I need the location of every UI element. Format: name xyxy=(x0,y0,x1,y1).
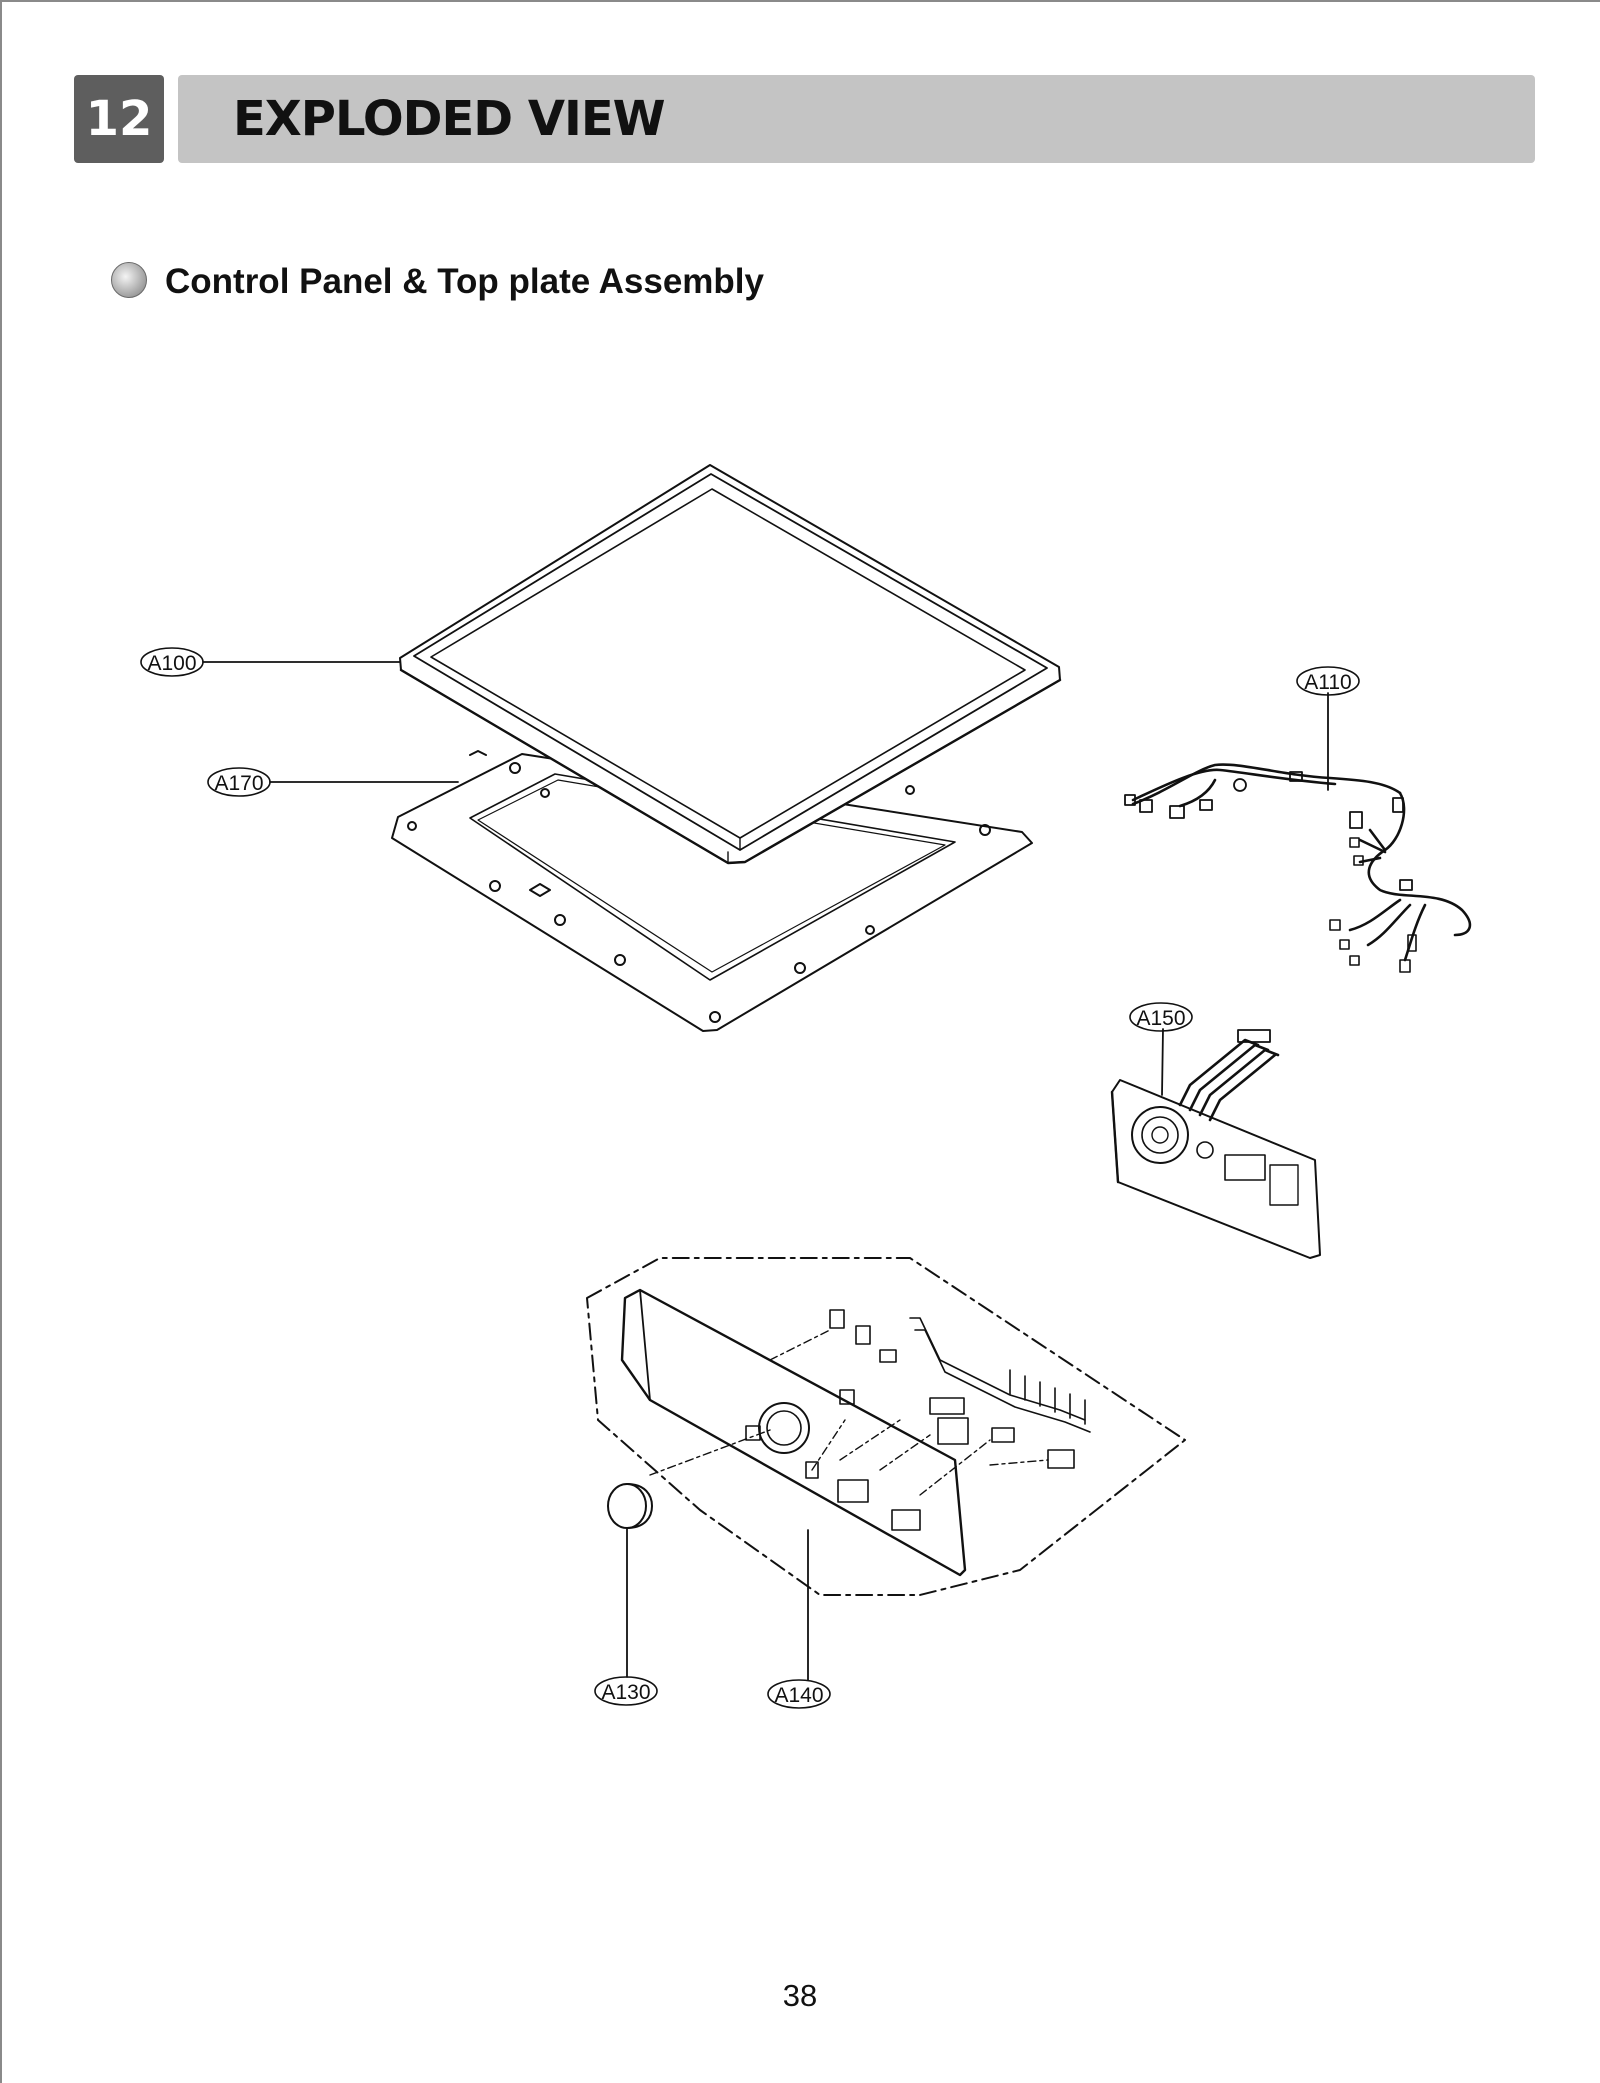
section-title: EXPLODED VIEW xyxy=(233,91,666,147)
page-border-top xyxy=(0,0,1600,2)
callout-a110-label: A110 xyxy=(1304,671,1352,694)
callout-a150-label: A150 xyxy=(1136,1007,1185,1030)
page-border-left xyxy=(0,0,2,2083)
section-number-badge: 12 xyxy=(74,75,164,163)
part-a100-top-plate xyxy=(399,464,1062,865)
callout-a140-label: A140 xyxy=(774,1684,823,1707)
part-a150-pcb-assembly xyxy=(1110,1029,1321,1259)
leader-lines xyxy=(202,661,1329,1681)
callout-a130: A130 xyxy=(594,1676,658,1706)
callout-a110: A110 xyxy=(1296,666,1360,696)
a140-assembly-guides xyxy=(649,1329,1049,1496)
callout-a170: A170 xyxy=(207,767,271,797)
callout-a100: A100 xyxy=(140,647,204,677)
callout-a150: A150 xyxy=(1129,1002,1193,1032)
a140-assembly-outline xyxy=(586,1257,1186,1596)
part-a140-control-panel xyxy=(620,1288,967,1577)
callout-a170-label: A170 xyxy=(214,772,263,795)
part-a110-wire-harness xyxy=(1124,763,1472,973)
part-a130-knob xyxy=(607,1483,653,1529)
callout-a100-label: A100 xyxy=(147,652,196,675)
page-number: 38 xyxy=(782,1978,818,2013)
assembly-subtitle: Control Panel & Top plate Assembly xyxy=(165,262,764,301)
callout-a130-label: A130 xyxy=(601,1681,650,1704)
a140-button-parts xyxy=(829,1309,1091,1469)
callout-a140: A140 xyxy=(767,1679,831,1709)
section-title-bar: EXPLODED VIEW xyxy=(178,75,1535,163)
bullet-icon xyxy=(111,262,147,298)
